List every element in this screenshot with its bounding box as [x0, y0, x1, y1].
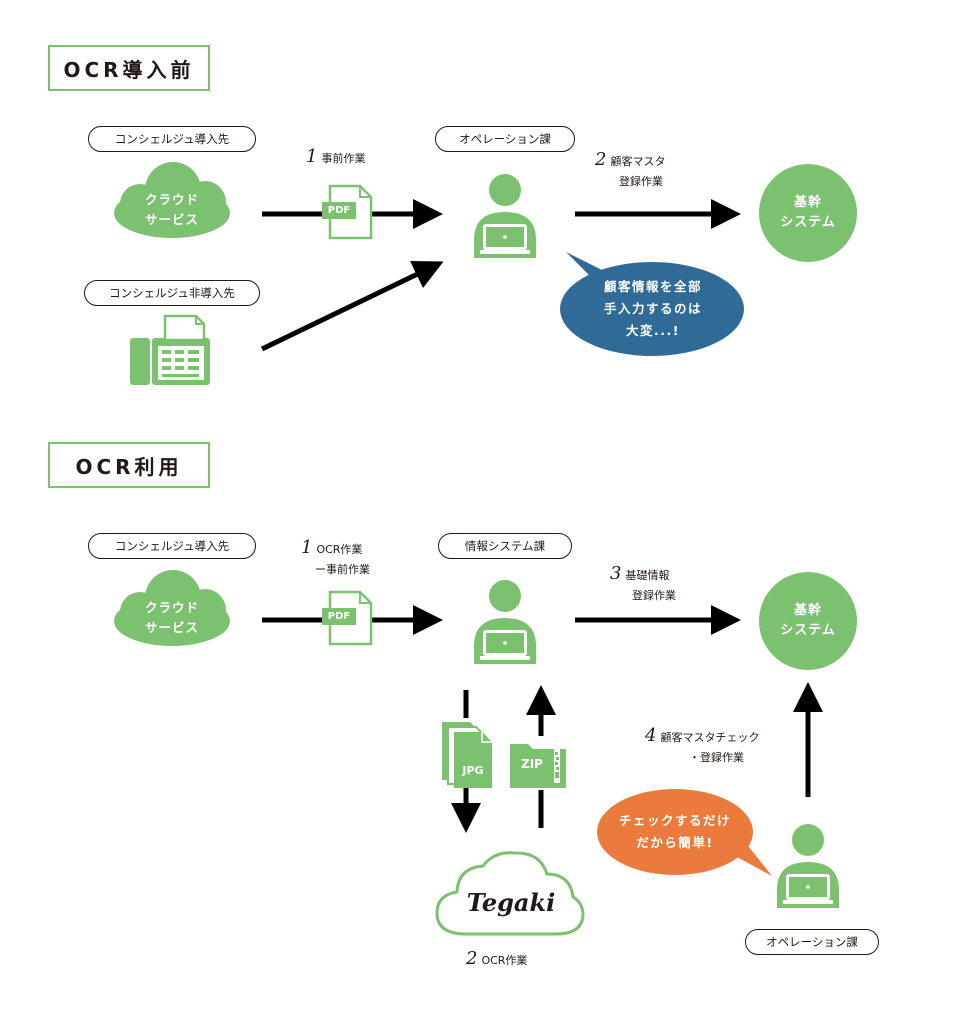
source-pill-2: コンシェルジュ導入先	[88, 533, 256, 559]
zip-folder-icon	[510, 744, 566, 788]
pdf-document-icon	[322, 184, 373, 240]
section-title-before: OCR導入前	[48, 45, 210, 91]
core-system-label-2: 基幹 システム	[768, 598, 848, 644]
jpg-files-icon	[442, 722, 492, 788]
after-step1-number: 1	[301, 537, 313, 558]
core-system-2-line1: 基幹	[793, 603, 822, 618]
step2-line2: 登録作業	[619, 175, 663, 188]
jpg-label: JPG	[462, 764, 484, 777]
after-step1-line1: OCR作業	[316, 543, 363, 556]
step2-number: 2	[595, 149, 607, 170]
speech-bubble-blue	[560, 252, 744, 356]
after-step2-text: OCR作業	[481, 954, 528, 967]
cloud-label-2: クラウド サービス	[130, 596, 214, 640]
bubble-blue-line3: 大変...!	[626, 323, 680, 338]
cloud-label-2-line1: クラウド	[144, 600, 199, 615]
pdf-label: PDF	[327, 205, 351, 216]
cloud-label-line1: クラウド	[144, 192, 199, 207]
step1-text: 事前作業	[321, 152, 366, 165]
core-system-line2: システム	[780, 215, 836, 230]
step4-number: 4	[645, 725, 657, 746]
operator-person-icon	[474, 174, 536, 258]
core-system-label: 基幹 システム	[768, 190, 848, 236]
tegaki-logo: Tegaki	[466, 888, 556, 917]
operation-dept-pill: オペレーション課	[435, 126, 575, 152]
step2-line1: 顧客マスタ	[610, 155, 666, 168]
after-step2-number: 2	[466, 948, 478, 969]
source-pill: コンシェルジュ導入先	[88, 126, 256, 152]
core-system-line1: 基幹	[793, 195, 822, 210]
operation-dept-pill-2: オペレーション課	[745, 929, 879, 955]
step3-number: 3	[610, 563, 622, 584]
bubble-orange-line2: だから簡単!	[636, 835, 714, 850]
step4-line2: ・登録作業	[689, 751, 744, 764]
speech-bubble-orange	[597, 789, 772, 876]
zip-label: ZIP	[521, 757, 543, 771]
fax-icon	[130, 314, 210, 385]
step3-line2: 登録作業	[632, 589, 676, 602]
core-system-node-2	[759, 572, 857, 670]
after-step1-line2: ー事前作業	[315, 563, 370, 576]
infosys-person-icon	[474, 580, 536, 664]
operator-person-icon-2	[777, 824, 839, 908]
bubble-blue-line1: 顧客情報を全部	[603, 279, 702, 294]
section-title-after: OCR利用	[48, 442, 210, 488]
cloud-service-icon	[114, 162, 230, 238]
pdf-label-2: PDF	[327, 611, 351, 622]
cloud-label-line2: サービス	[144, 212, 199, 227]
bubble-orange-line1: チェックするだけ	[618, 813, 731, 828]
pdf-document-icon-2	[322, 590, 373, 646]
step1-number: 1	[306, 146, 318, 167]
cloud-label: クラウド サービス	[130, 188, 214, 232]
arrow-fax-to-operation	[260, 261, 444, 352]
bubble-blue-line2: 手入力するのは	[603, 301, 702, 316]
core-system-node	[759, 164, 857, 262]
core-system-2-line2: システム	[780, 623, 836, 638]
non-source-pill: コンシェルジュ非導入先	[84, 280, 260, 306]
cloud-service-icon-2	[114, 570, 230, 646]
tegaki-cloud-icon	[435, 851, 585, 936]
step3-line1: 基礎情報	[625, 569, 670, 582]
bubble-blue-text: 顧客情報を全部 手入力するのは 大変...!	[580, 276, 726, 342]
infosys-dept-pill: 情報システム課	[438, 533, 572, 559]
cloud-label-2-line2: サービス	[144, 620, 199, 635]
bubble-orange-text: チェックするだけ だから簡単!	[605, 810, 745, 854]
step4-line1: 顧客マスタチェック	[660, 731, 760, 744]
